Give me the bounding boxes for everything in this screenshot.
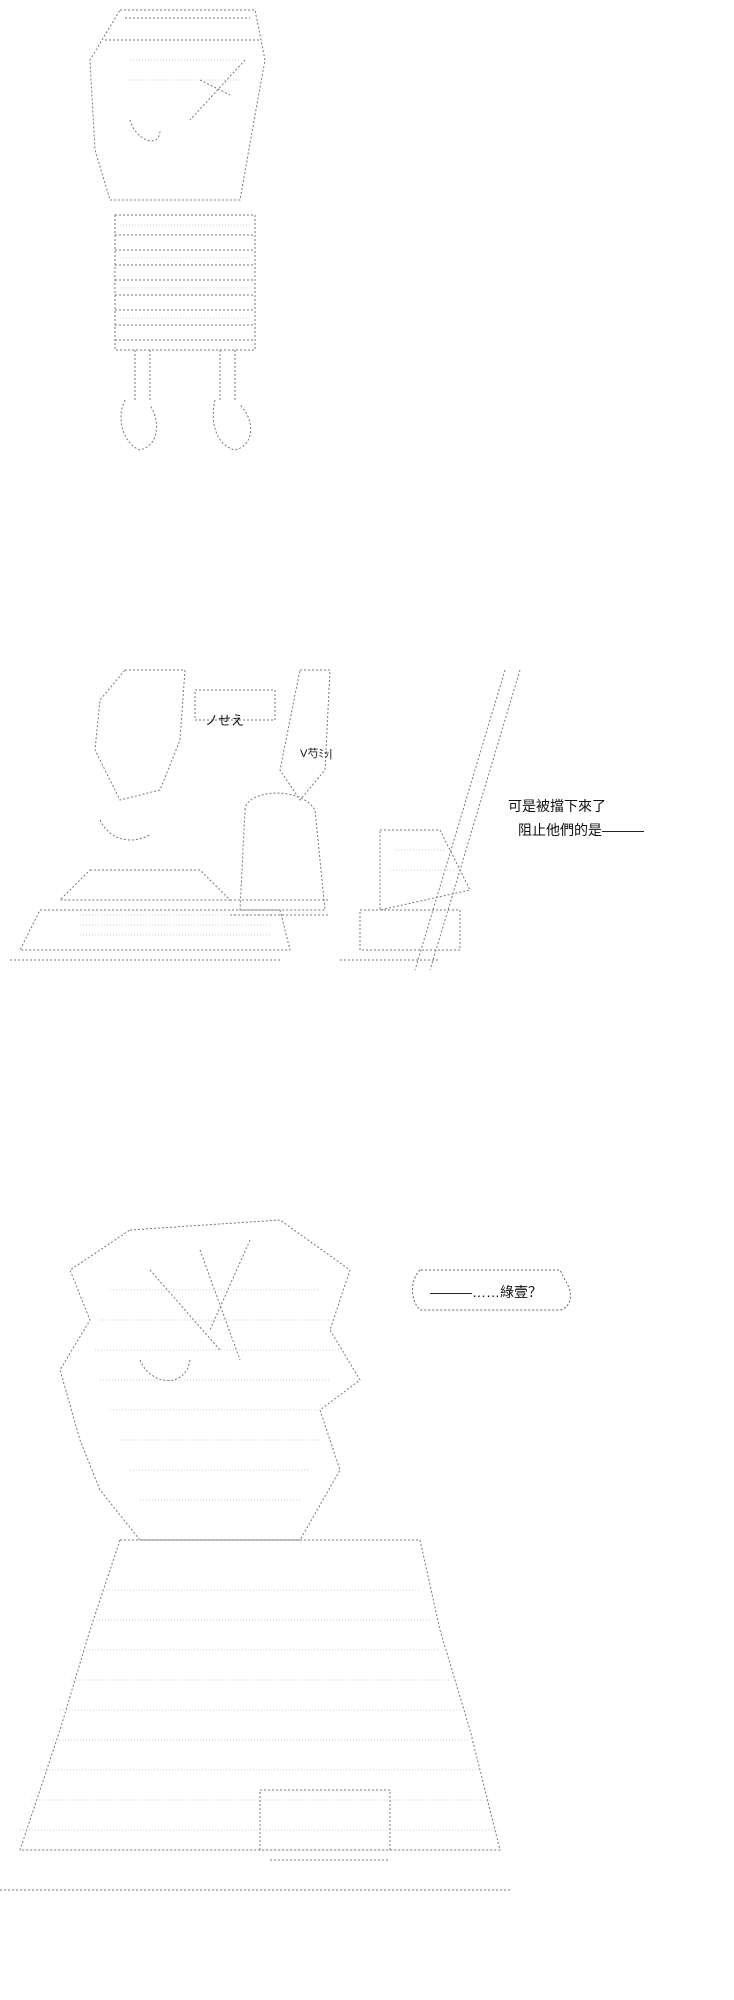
panel-2: ノせえ V芍ﾐｯ| 可是被擋下來了 阻止他們的是——— [0, 650, 734, 1030]
sign-text: ノせえ [205, 713, 245, 728]
panel-3: ———……綠壹？ [0, 1210, 734, 2000]
panel-1 [0, 0, 734, 460]
speech-bubble-text: ———……綠壹？ [430, 1284, 542, 1300]
narration-line-2: 阻止他們的是——— [518, 822, 644, 838]
narration-line-1: 可是被擋下來了 [508, 798, 606, 814]
crowd-scene-art [10, 669, 521, 971]
figure-standing-art [89, 9, 266, 451]
large-figure-art [0, 1219, 571, 1891]
mark-text: V芍ﾐｯ| [300, 748, 333, 760]
